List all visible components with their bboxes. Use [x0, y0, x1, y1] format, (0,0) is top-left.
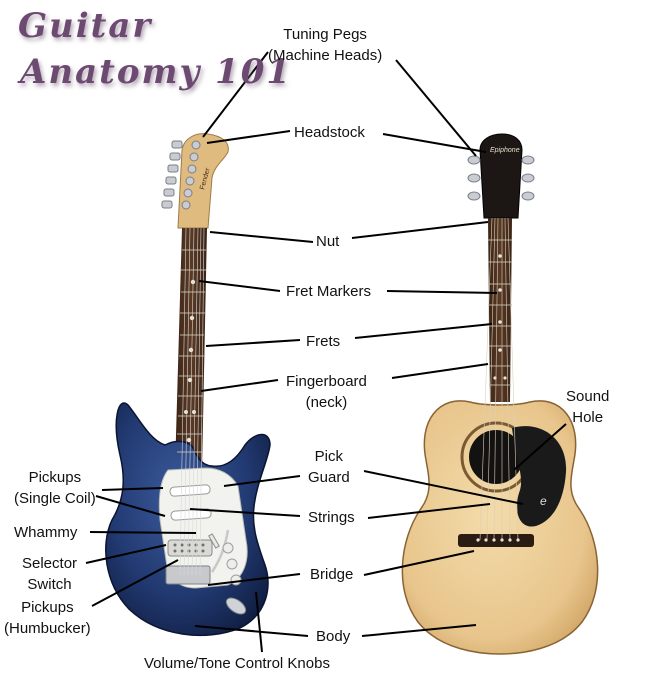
label-fingerboard-line1: Fingerboard [286, 373, 367, 390]
electric-guitar: Fender [105, 133, 271, 637]
label-pick-guard: Pick Guard [308, 446, 350, 488]
label-tuning-pegs-line1: Tuning Pegs [283, 26, 367, 43]
label-pickups-humbucker-line1: Pickups [21, 599, 74, 616]
label-fret-markers: Fret Markers [286, 283, 372, 300]
label-selector-line1: Selector [22, 555, 78, 572]
label-pick-guard-line2: Guard [308, 469, 350, 486]
label-sound-hole-line1: Sound [566, 388, 610, 405]
label-bridge: Bridge [310, 566, 354, 583]
label-pick-guard-line1: Pick [314, 448, 344, 465]
whammy-bar [210, 529, 230, 573]
leader-lines [85, 51, 567, 653]
label-fingerboard-line2: (neck) [305, 394, 348, 411]
label-body: Body [316, 628, 351, 645]
label-whammy: Whammy [14, 524, 78, 541]
electric-humbucker-pickup [167, 539, 213, 557]
label-selector-line2: Switch [27, 576, 72, 593]
title-line-1: Guitar [18, 6, 153, 46]
label-pickups-single-coil: Pickups (Single Coil) [14, 467, 96, 509]
label-volume-tone-knobs: Volume/Tone Control Knobs [144, 655, 330, 672]
output-jack [225, 597, 247, 615]
label-tuning-pegs: Tuning Pegs (Machine Heads) [268, 24, 382, 66]
label-pickups-single-line2: (Single Coil) [14, 490, 96, 507]
label-fingerboard: Fingerboard (neck) [286, 371, 367, 413]
acoustic-tuning-pegs [467, 155, 535, 201]
svg-text:Epiphone: Epiphone [490, 147, 520, 154]
label-frets: Frets [306, 333, 341, 350]
label-pickups-single-line1: Pickups [28, 469, 82, 486]
label-pickups-humbucker: Pickups (Humbucker) [4, 597, 91, 639]
electric-strings [179, 227, 205, 576]
label-sound-hole: Sound Hole [566, 386, 609, 428]
acoustic-neck [488, 218, 512, 402]
label-selector-switch: Selector Switch [22, 553, 77, 595]
acoustic-bridge [458, 534, 534, 547]
label-sound-hole-line2: Hole [572, 409, 604, 426]
acoustic-fret-markers [493, 254, 507, 380]
label-pickups-humbucker-line2: (Humbucker) [4, 620, 91, 637]
label-tuning-pegs-line2: (Machine Heads) [268, 47, 383, 64]
acoustic-strings [479, 217, 519, 541]
acoustic-guitar: Epiphone e [401, 133, 599, 655]
acoustic-pickguard [512, 426, 567, 527]
svg-text:e: e [540, 494, 547, 508]
label-strings: Strings [308, 509, 355, 526]
title-line-2: Anatomy 101 [20, 52, 293, 92]
label-nut: Nut [316, 233, 340, 250]
electric-tuning-pegs [161, 140, 201, 210]
label-headstock: Headstock [294, 124, 365, 141]
acoustic-headstock [479, 133, 523, 219]
selector-switch [208, 533, 220, 549]
